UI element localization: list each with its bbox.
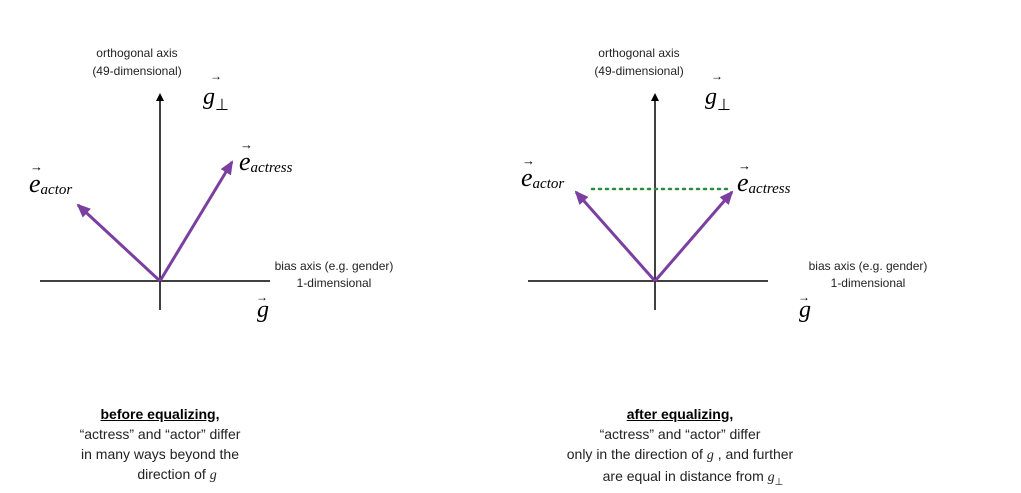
right-e-actress-vector-arrow: → <box>738 158 751 173</box>
right-x-axis-label-1: bias axis (e.g. gender) <box>809 259 928 273</box>
left-g-perp-vector-arrow: → <box>210 69 222 83</box>
left-x-axis-label-2: 1-dimensional <box>297 276 372 290</box>
left-y-axis-label-1: orthogonal axis <box>96 46 177 60</box>
left-caption-line-1: “actress” and “actor” differ <box>79 426 241 442</box>
left-e-actress-vector-arrow: → <box>240 137 253 152</box>
left-caption: before equalizing, “actress” and “actor”… <box>40 404 280 486</box>
left-e-actress-label: eactress <box>239 147 293 176</box>
right-e-actor-vector-arrow: → <box>522 153 535 168</box>
left-g-label: g <box>257 297 269 323</box>
right-e-actress-label: eactress <box>737 168 791 197</box>
right-y-axis-label-2: (49-dimensional) <box>594 64 683 78</box>
left-g-vector-arrow: → <box>256 290 268 304</box>
right-caption-line-3-g-symbol: g <box>767 470 775 485</box>
left-caption-line-2: in many ways beyond the <box>81 446 239 462</box>
right-caption-line-2: only in the direction of g , and further <box>520 444 840 466</box>
right-g-perp-vector-arrow: → <box>711 69 723 83</box>
left-vector-actor <box>76 203 162 283</box>
right-e-actor-label: eactor <box>521 163 564 192</box>
right-caption-line-1: “actress” and “actor” differ <box>599 426 761 442</box>
right-caption-line-3-prefix: are equal in distance from <box>602 468 768 484</box>
right-g-perp-label: g⊥ <box>705 84 731 114</box>
right-x-axis-label-2: 1-dimensional <box>831 276 906 290</box>
left-caption-g-symbol: g <box>209 468 217 483</box>
right-panel: orthogonal axis (49-dimensional) bias ax… <box>521 46 927 323</box>
right-caption-line-2-suffix: , and further <box>713 446 794 462</box>
left-e-actor-label: eactor <box>29 169 72 198</box>
right-caption-line-3: are equal in distance from g⊥ <box>520 466 840 493</box>
left-panel: orthogonal axis (49-dimensional) bias ax… <box>29 46 393 323</box>
right-caption-line-3-perp: ⊥ <box>774 476 784 488</box>
left-vector-actress <box>158 160 234 282</box>
right-caption-heading: after equalizing, <box>626 406 734 422</box>
left-x-axis-label-1: bias axis (e.g. gender) <box>275 259 394 273</box>
left-y-axis-label-2: (49-dimensional) <box>92 64 181 78</box>
left-e-actor-vector-arrow: → <box>30 159 43 174</box>
right-g-vector-arrow: → <box>798 290 810 304</box>
right-caption: after equalizing, “actress” and “actor” … <box>520 404 840 493</box>
right-y-axis-label-1: orthogonal axis <box>598 46 679 60</box>
left-g-perp-label: g⊥ <box>203 84 229 114</box>
left-caption-heading: before equalizing, <box>100 406 220 422</box>
right-vector-actress <box>653 190 734 282</box>
right-g-label: g <box>799 297 811 323</box>
right-caption-line-2-prefix: only in the direction of <box>566 446 707 462</box>
right-vector-actor <box>574 190 657 282</box>
left-caption-line-3: direction of g <box>40 464 280 486</box>
left-caption-line-3-text: direction of <box>137 466 210 482</box>
right-caption-line-2-g-symbol: g <box>706 448 714 463</box>
